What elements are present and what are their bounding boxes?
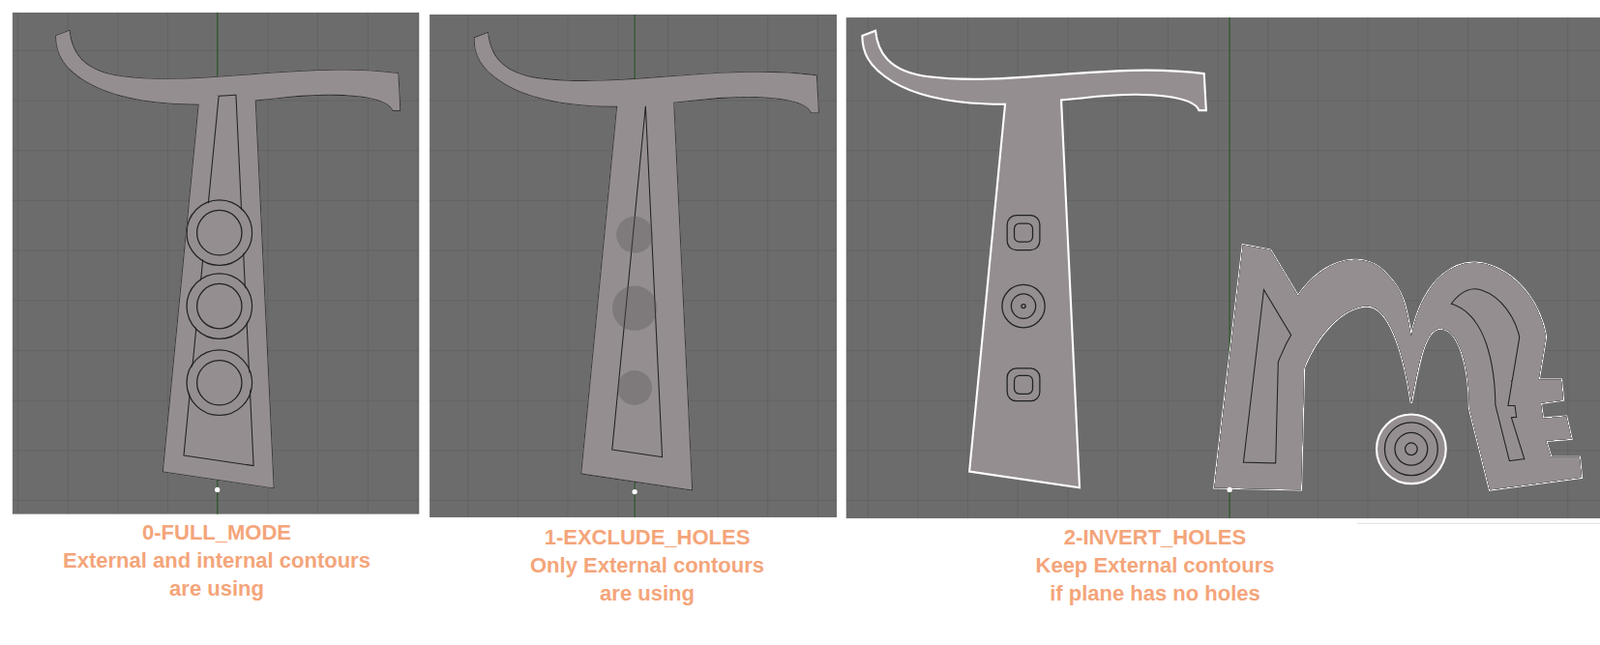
mode-heading: 2-INVERT_HOLES — [1063, 523, 1248, 552]
mode-description: External and internal contours are using — [53, 546, 381, 603]
mode-heading: 1-EXCLUDE_HOLES — [543, 523, 752, 552]
mode-description: Only External contours are using — [521, 551, 773, 608]
mode-heading: 0-FULL_MODE — [141, 518, 293, 547]
mode-description: Keep External contours if plane has no h… — [1032, 551, 1279, 608]
